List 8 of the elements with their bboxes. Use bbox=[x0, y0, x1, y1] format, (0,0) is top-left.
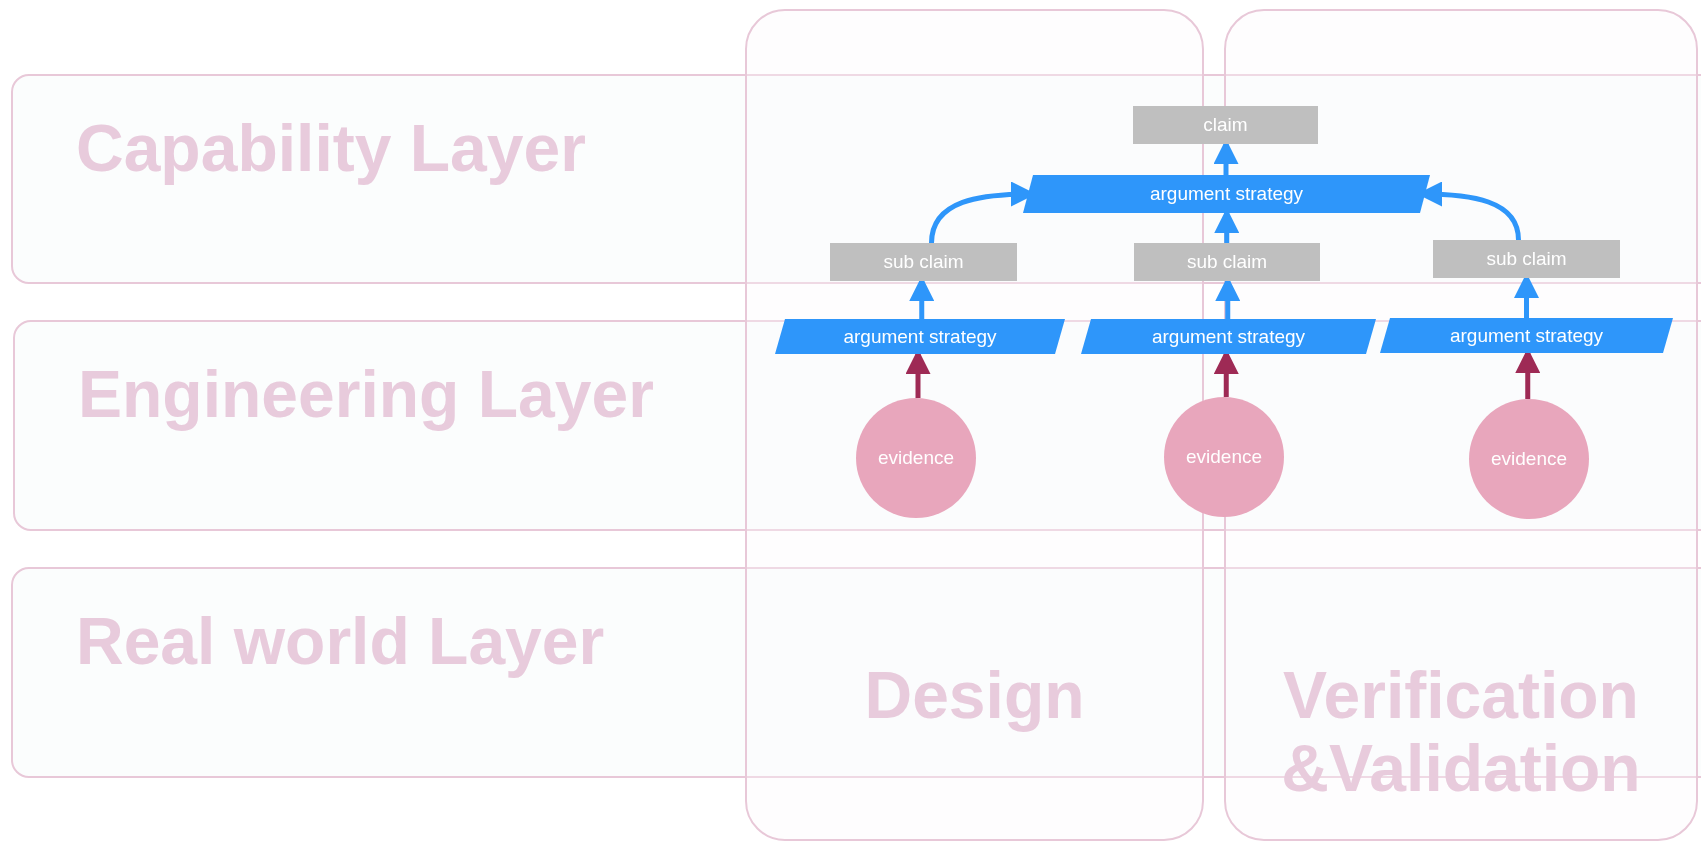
strategy-parallelogram: argument strategy bbox=[775, 319, 1065, 354]
claim-box: sub claim bbox=[1433, 240, 1620, 278]
claim-box: sub claim bbox=[830, 243, 1017, 281]
strategy-parallelogram: argument strategy bbox=[1380, 318, 1673, 353]
strategy-parallelogram: argument strategy bbox=[1023, 175, 1430, 213]
claim-box: claim bbox=[1133, 106, 1318, 144]
claim-box: sub claim bbox=[1134, 243, 1320, 281]
strategy-parallelogram: argument strategy bbox=[1081, 319, 1376, 354]
